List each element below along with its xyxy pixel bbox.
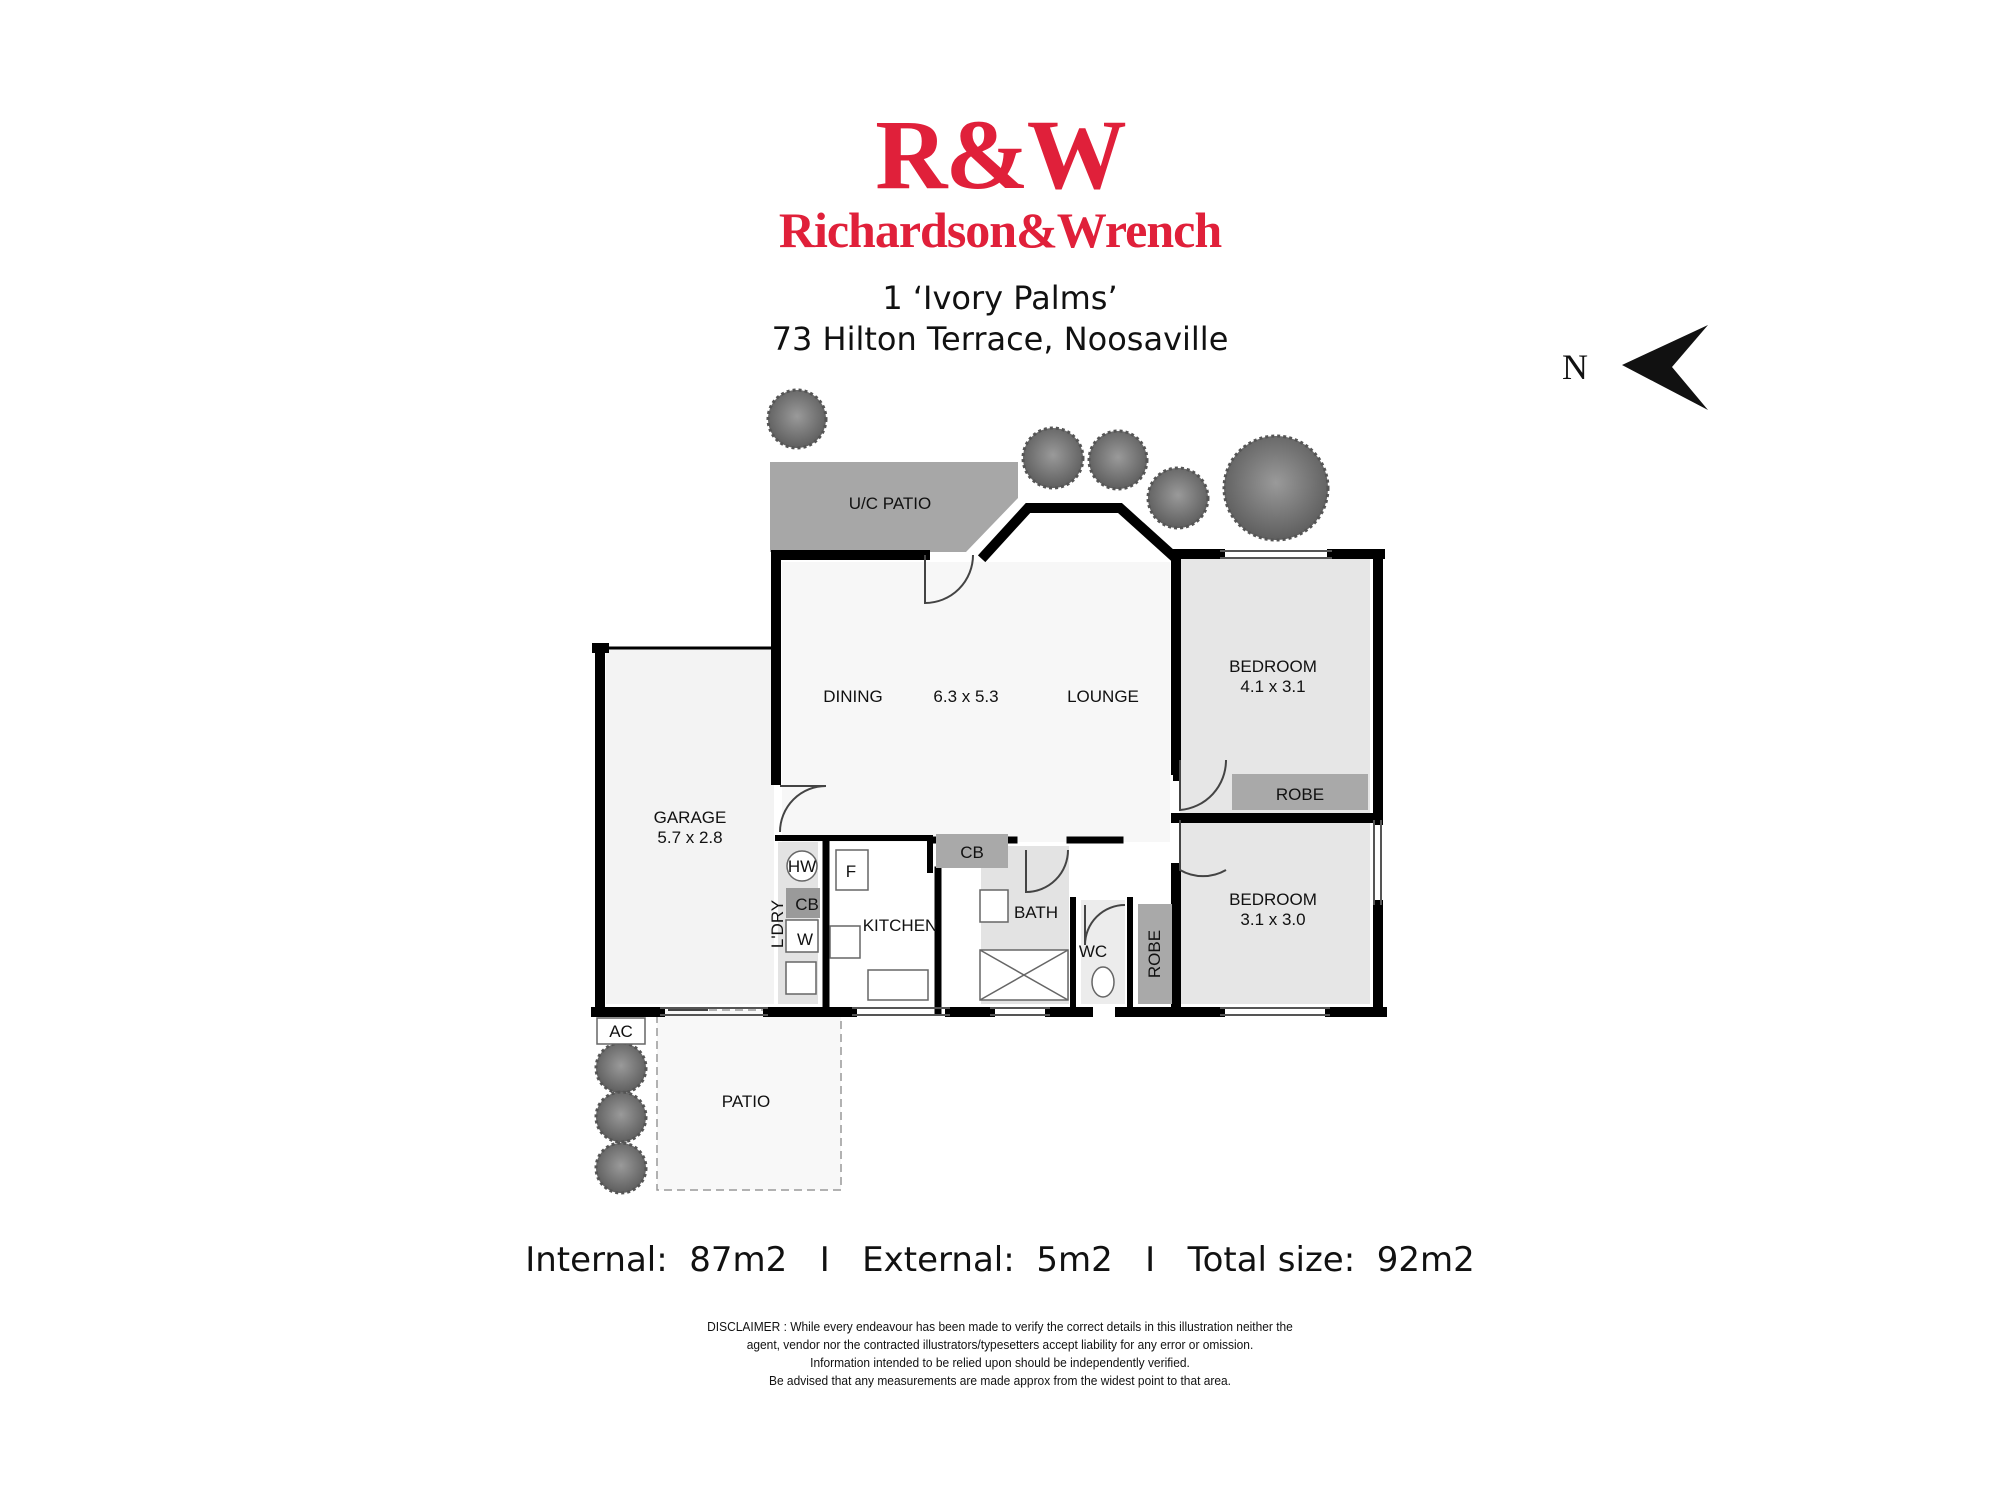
bedroom-2-floor xyxy=(1180,822,1370,1004)
label-bath: BATH xyxy=(1014,903,1058,922)
window xyxy=(852,1007,950,1016)
ac-unit xyxy=(596,1017,646,1045)
doors xyxy=(668,554,1228,1011)
kitchen-sink-icon xyxy=(867,969,929,1001)
walls xyxy=(591,503,1387,1017)
label-bedroom-2-size: 3.1 x 3.0 xyxy=(1240,910,1305,929)
tree-icon xyxy=(594,1041,648,1095)
disclaimer-line: Information intended to be relied upon s… xyxy=(810,1355,1190,1370)
fridge-icon xyxy=(835,849,869,891)
label-ac: AC xyxy=(609,1022,633,1041)
brand-name: Richardson&Wrench xyxy=(778,202,1222,258)
label-hall-cb: CB xyxy=(960,843,984,862)
tree-icon xyxy=(1087,429,1149,491)
robe-2 xyxy=(1138,904,1172,1004)
label-patio: PATIO xyxy=(722,1092,771,1111)
window xyxy=(660,1007,768,1016)
label-laundry-cb: CB xyxy=(795,895,819,914)
tree-icon xyxy=(766,388,828,450)
window xyxy=(1373,820,1382,905)
tree-icon xyxy=(1146,466,1210,530)
bedroom-1-floor xyxy=(1180,558,1370,816)
label-living-size: 6.3 x 5.3 xyxy=(933,687,998,706)
room-labels: U/C PATIO DINING 6.3 x 5.3 LOUNGE BEDROO… xyxy=(609,494,1324,1111)
area-summary: Internal: 87m2 I External: 5m2 I Total s… xyxy=(525,1240,1475,1280)
window xyxy=(1220,550,1332,559)
address-line-1: 1 ‘Ivory Palms’ xyxy=(882,279,1118,317)
address-line-2: 73 Hilton Terrace, Noosaville xyxy=(771,320,1229,358)
door-swing xyxy=(1084,904,1126,946)
cooktop-icon xyxy=(829,925,861,959)
door-swing xyxy=(779,785,827,833)
robe-1 xyxy=(1232,774,1368,810)
label-laundry: L'DRY xyxy=(768,900,787,948)
label-bedroom-2: BEDROOM xyxy=(1229,890,1317,909)
cupboard-laundry xyxy=(786,888,820,918)
label-wc: WC xyxy=(1079,942,1107,961)
door-swing xyxy=(1025,849,1069,894)
label-kitchen: KITCHEN xyxy=(863,916,938,935)
hot-water-icon xyxy=(786,850,818,882)
label-hw: HW xyxy=(788,857,816,876)
disclaimer-line: Be advised that any measurements are mad… xyxy=(768,1373,1232,1388)
label-garage: GARAGE xyxy=(654,808,727,827)
brand-monogram: R&W xyxy=(875,99,1127,210)
uc-patio-area xyxy=(770,462,1018,552)
tree-icon xyxy=(1021,426,1085,490)
label-bedroom-1-size: 4.1 x 3.1 xyxy=(1240,677,1305,696)
tree-icon xyxy=(594,1141,648,1195)
door-swing xyxy=(924,554,974,605)
windows xyxy=(660,550,1382,1016)
door-swing xyxy=(1179,820,1227,878)
north-arrow-icon xyxy=(1622,325,1708,410)
window xyxy=(1220,1007,1330,1016)
disclaimer-line: DISCLAIMER : While every endeavour has b… xyxy=(707,1319,1293,1334)
fixtures xyxy=(596,849,1115,1045)
label-uc-patio: U/C PATIO xyxy=(849,494,932,513)
toilet-icon xyxy=(1091,966,1115,998)
tree-icon xyxy=(594,1090,648,1144)
door-swing xyxy=(1179,759,1228,812)
label-lounge: LOUNGE xyxy=(1067,687,1139,706)
window xyxy=(990,1007,1050,1016)
label-dining: DINING xyxy=(823,687,883,706)
washer-icon xyxy=(785,919,819,953)
label-fridge: F xyxy=(846,862,856,881)
living-floor xyxy=(782,562,1170,842)
cupboard-hall xyxy=(936,834,1008,868)
wall-laundry-kitchen xyxy=(775,835,933,873)
patio-area xyxy=(656,1009,842,1191)
label-washer: W xyxy=(797,930,813,949)
tree-icon xyxy=(1222,434,1330,542)
shower-cross xyxy=(979,949,1069,1001)
wall-living-bay xyxy=(977,503,1180,563)
garage-floor xyxy=(606,648,774,1004)
label-bedroom-1: BEDROOM xyxy=(1229,657,1317,676)
label-robe-1: ROBE xyxy=(1276,785,1324,804)
label-robe-2: ROBE xyxy=(1145,930,1164,978)
disclaimer-line: agent, vendor nor the contracted illustr… xyxy=(746,1337,1254,1352)
vanity-icon xyxy=(979,889,1009,923)
label-garage-size: 5.7 x 2.8 xyxy=(657,828,722,847)
north-label: N xyxy=(1562,347,1588,387)
disclaimer: DISCLAIMER : While every endeavour has b… xyxy=(80,1318,1920,1390)
laundry-tub-icon xyxy=(785,961,817,995)
tree-icons xyxy=(594,388,1330,1195)
